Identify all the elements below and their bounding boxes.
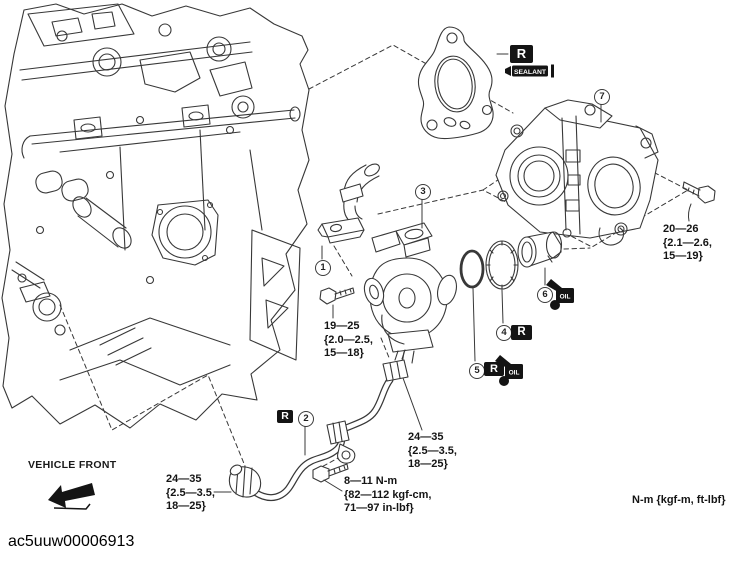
spec-line: 20—26 <box>663 223 699 235</box>
part-callout-5: 5 <box>469 363 485 379</box>
torque-spec-cover-bolt: 20—26 {2.1—2.6, 15—19} <box>663 223 712 264</box>
spec-line: 18—25} <box>166 500 206 512</box>
part-callout-4: 4 <box>496 325 512 341</box>
svg-text:OIL: OIL <box>560 294 571 301</box>
vehicle-front-label: VEHICLE FRONT <box>28 459 117 471</box>
spec-line: 19—25 <box>324 320 360 332</box>
svg-text:SEALANT: SEALANT <box>514 69 547 76</box>
leader-lines <box>213 53 692 493</box>
bolt-20-26-art <box>682 181 716 204</box>
spec-line: 15—18} <box>324 347 364 359</box>
oil-icon-sleeve: OIL <box>545 276 577 317</box>
torque-spec-pump-bolt: 19—25 {2.0—2.5, 15—18} <box>324 320 373 361</box>
replace-marker-oring5: R <box>484 362 504 376</box>
torque-spec-union-lower: 24—35 {2.5—3.5, 18—25} <box>166 473 215 514</box>
spec-line: {82—112 kgf-cm, <box>344 488 432 501</box>
torque-spec-union-upper: 24—35 {2.5—3.5, 18—25} <box>408 431 457 472</box>
bolt-19-25-art <box>319 287 355 305</box>
part-callout-3: 3 <box>415 184 431 200</box>
bolt-8-11-art <box>312 463 349 483</box>
spec-line: 71—97 in-lbf} <box>344 502 414 514</box>
pump-body-art <box>363 222 458 365</box>
units-note: N-m {kgf-m, ft-lbf} <box>632 494 726 506</box>
vehicle-front-arrow-icon <box>44 478 100 517</box>
oil-icon-oring: OIL <box>494 350 526 393</box>
sealant-icon: SEALANT <box>504 63 558 84</box>
oring-4-art <box>485 240 519 290</box>
gasket-art <box>417 26 494 140</box>
spec-line: {2.1—2.6, <box>663 236 712 249</box>
replace-marker-pipe: R <box>277 410 293 423</box>
spec-line: {2.0—2.5, <box>324 333 373 346</box>
part-callout-1: 1 <box>315 260 331 276</box>
spec-line: 24—35 <box>408 431 444 443</box>
sleeve-art <box>517 231 563 268</box>
spec-line: 8—11 N-m <box>344 475 398 487</box>
spec-line: 18—25} <box>408 458 448 470</box>
elbow-fitting-art <box>317 163 380 244</box>
spec-line: 24—35 <box>166 473 202 485</box>
spec-line: {2.5—3.5, <box>408 444 457 457</box>
engine-block-art <box>1 3 310 429</box>
part-callout-2: 2 <box>298 411 314 427</box>
spec-line: 15—19} <box>663 250 703 262</box>
pump-housing-art <box>495 99 659 246</box>
replace-marker-oring4: R <box>511 325 532 340</box>
oil-pipe-art <box>228 349 409 501</box>
figure-code: ac5uuw00006913 <box>8 533 135 550</box>
torque-spec-flange-bolt: 8—11 N-m {82—112 kgf-cm, 71—97 in-lbf} <box>344 475 431 516</box>
oring-5-art <box>459 249 485 289</box>
part-callout-7: 7 <box>594 89 610 105</box>
replace-marker-gasket: R <box>510 45 533 63</box>
part-callout-6: 6 <box>537 287 553 303</box>
svg-text:OIL: OIL <box>509 370 520 377</box>
spec-line: {2.5—3.5, <box>166 486 215 499</box>
